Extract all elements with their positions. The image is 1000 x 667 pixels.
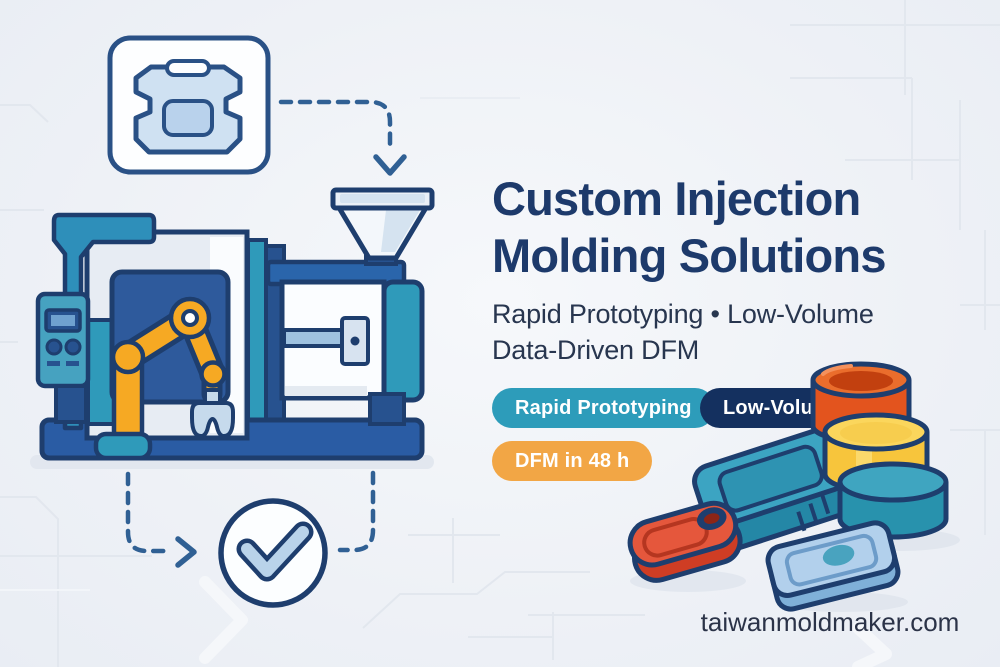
screw-rod bbox=[282, 328, 348, 348]
title-line-1: Custom Injection bbox=[492, 172, 861, 225]
dashed-arrow-down bbox=[278, 99, 407, 176]
injection-molding-machine bbox=[30, 187, 435, 469]
molded-part-icon bbox=[107, 35, 271, 175]
badge-rapid-prototyping: Rapid Prototyping bbox=[492, 388, 715, 428]
gripper bbox=[190, 388, 235, 438]
badge-dfm-48h: DFM in 48 h bbox=[492, 441, 653, 481]
control-panel bbox=[35, 291, 91, 424]
control-button bbox=[64, 338, 82, 356]
arm-joint bbox=[199, 360, 227, 388]
page-title: Custom Injection Molding Solutions bbox=[492, 170, 886, 284]
injection-unit bbox=[265, 187, 435, 426]
molded-parts-illustration bbox=[627, 361, 960, 612]
website-url: taiwanmoldmaker.com bbox=[700, 607, 960, 637]
arm-foot bbox=[93, 431, 153, 461]
robotic-arm bbox=[93, 296, 235, 461]
subtitle-line-2: Data-Driven DFM bbox=[492, 335, 700, 365]
control-button bbox=[45, 338, 63, 356]
red-keyfob-part bbox=[627, 500, 743, 583]
page-subtitle: Rapid Prototyping • Low-Volume Data-Driv… bbox=[492, 296, 874, 368]
soft-chevrons bbox=[199, 576, 892, 667]
blue-plate-part bbox=[765, 520, 901, 612]
teal-cylinder-part bbox=[837, 461, 949, 540]
material-hopper bbox=[330, 187, 435, 261]
dashed-arrow-left bbox=[337, 470, 376, 553]
subtitle-line-1: Rapid Prototyping • Low-Volume bbox=[492, 299, 874, 329]
quality-check-icon bbox=[218, 498, 328, 608]
arm-joint bbox=[110, 339, 146, 375]
dashed-arrow-right bbox=[125, 471, 197, 568]
title-line-2: Molding Solutions bbox=[492, 229, 886, 282]
